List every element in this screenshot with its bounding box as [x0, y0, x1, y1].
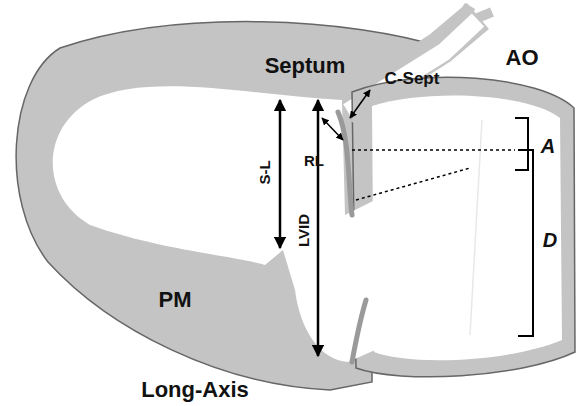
- csept-arrow: [350, 90, 370, 118]
- dimension-label: A: [541, 136, 555, 156]
- la-wall: [352, 77, 575, 377]
- aortic-valve: [352, 92, 372, 122]
- dotted-guide: [352, 149, 515, 151]
- measurement-label: LVID: [297, 213, 312, 246]
- dotted-guide: [356, 168, 470, 200]
- la-cavity: [372, 96, 562, 361]
- measurement-label: C-Sept: [385, 70, 440, 87]
- sl-arrow: [279, 100, 282, 248]
- structure-label: PM: [159, 289, 192, 311]
- dimension-label: D: [543, 230, 557, 250]
- anterior-mitral-leaflet: [338, 112, 352, 215]
- lv-cavity: [53, 86, 375, 362]
- measurement-label: RL: [304, 153, 324, 168]
- d-bracket: [518, 150, 533, 336]
- a-bracket: [515, 118, 528, 170]
- structure-label: AO: [506, 47, 539, 69]
- la-diameter-line: [470, 120, 482, 335]
- posterior-mitral-leaflet: [352, 300, 366, 362]
- view-caption: Long-Axis: [141, 379, 249, 401]
- lvid-arrow: [317, 100, 320, 356]
- structure-label: Septum: [265, 55, 346, 77]
- measurement-label: S-L: [256, 160, 271, 184]
- rl-arrow: [322, 118, 343, 140]
